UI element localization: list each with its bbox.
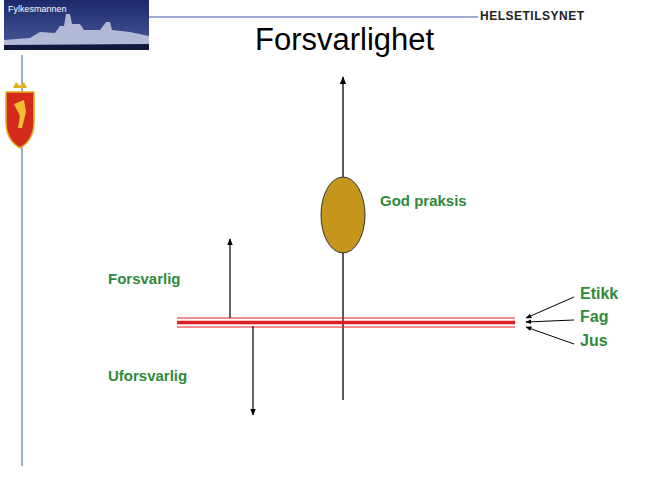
logo-text: HELSETILSYNET <box>480 10 585 24</box>
header-photo <box>4 0 149 50</box>
basis-label: Jus <box>580 332 608 350</box>
slide-title: Forsvarlighet <box>255 22 434 58</box>
up-arrow <box>229 239 230 318</box>
down-arrow <box>252 326 253 415</box>
pointer-arrow <box>526 297 574 318</box>
coat-of-arms <box>6 82 34 148</box>
pointer-arrow <box>526 327 574 344</box>
basis-label: Fag <box>580 308 608 326</box>
header-rule <box>149 17 478 18</box>
threshold-band <box>177 318 515 327</box>
zone-label: Uforsvarlig <box>108 367 187 384</box>
header-caption: Fylkesmannen <box>8 4 67 14</box>
good-practice-ellipse <box>321 177 365 253</box>
basis-label: Etikk <box>580 285 618 303</box>
zone-label: Forsvarlig <box>108 270 181 287</box>
practice-label: God praksis <box>380 192 467 209</box>
pointer-arrow <box>526 320 574 322</box>
